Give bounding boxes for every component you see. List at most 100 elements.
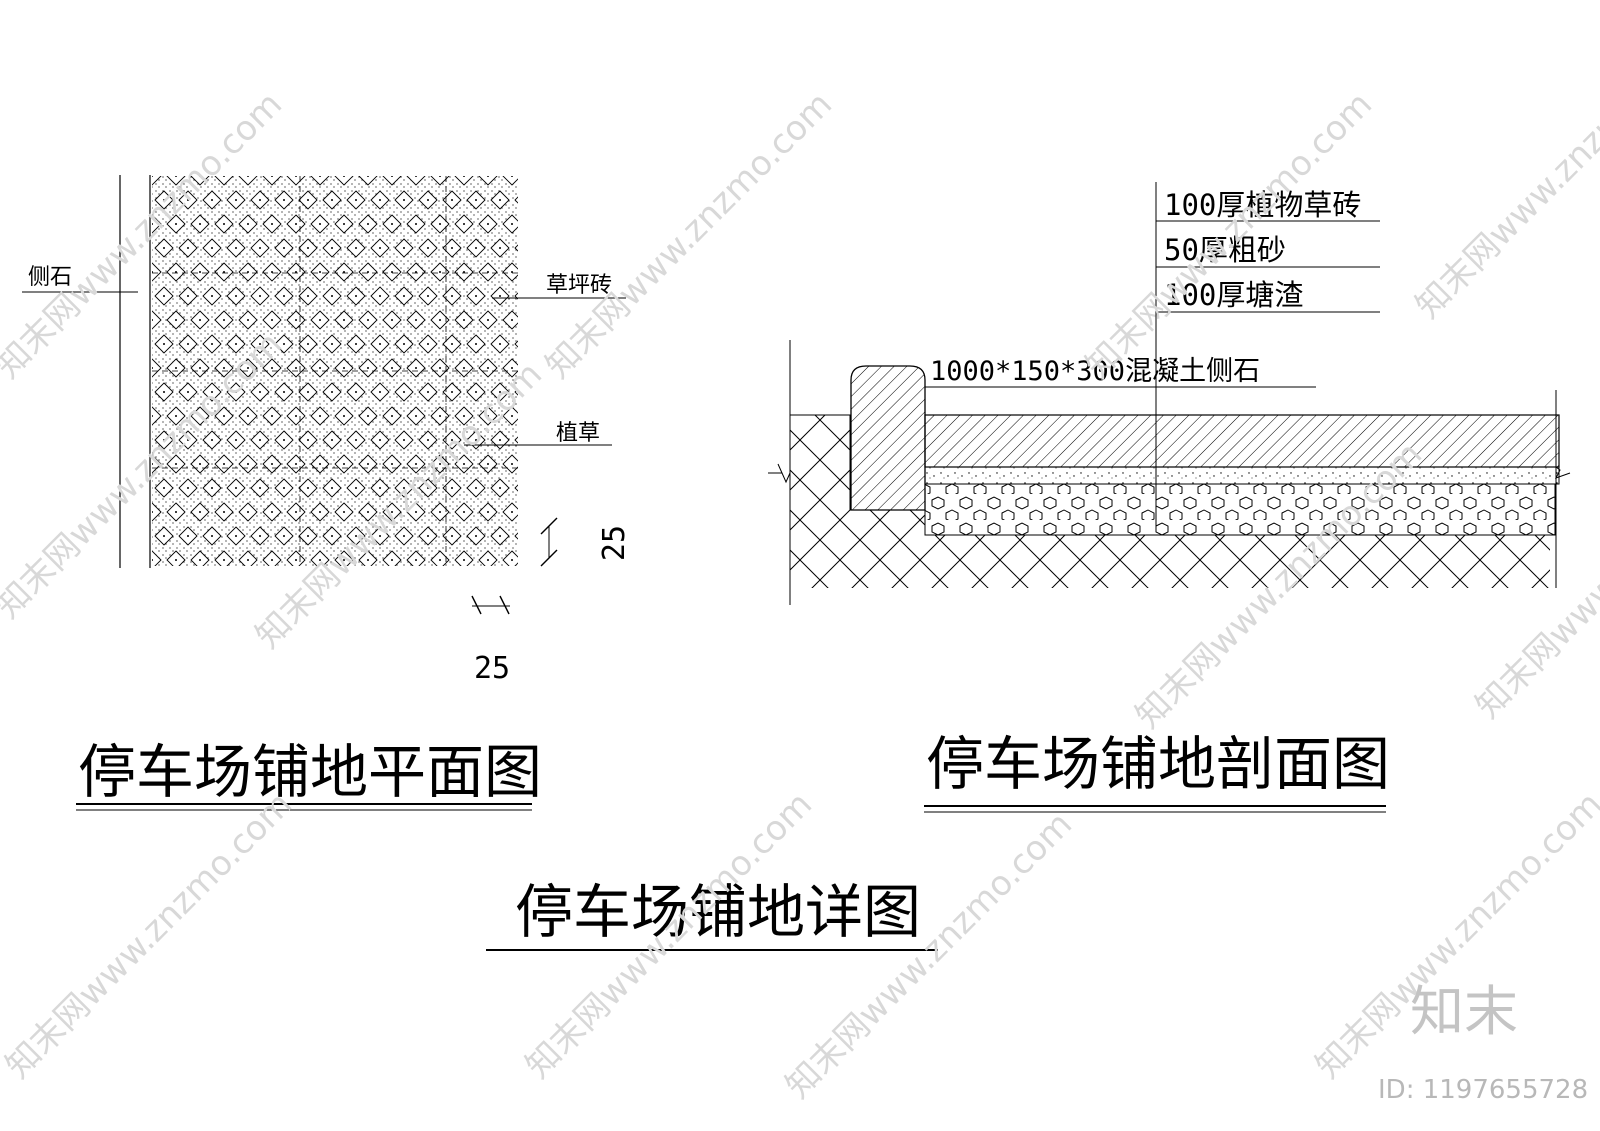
grass-dot (283, 439, 285, 441)
grass-dot (499, 391, 501, 393)
grass-cell (310, 550, 330, 566)
grass-dot (223, 463, 225, 465)
grass-dot (403, 295, 405, 297)
grass-dot (343, 559, 345, 561)
grass-dot (487, 559, 489, 561)
grass-dot (403, 247, 405, 249)
grass-cell (358, 176, 378, 186)
grass-dot (415, 319, 417, 321)
grass-dot (475, 295, 477, 297)
grass-dot (271, 559, 273, 561)
grass-dot (427, 199, 429, 201)
grass-dot (439, 559, 441, 561)
grass-dot (331, 199, 333, 201)
grass-dot (499, 295, 501, 297)
grass-dot (175, 176, 177, 177)
section-view: 100厚植物草砖 50厚粗砂 100厚塘渣 1000*150*300混凝土侧石 … (768, 182, 1571, 813)
watermark-text: 知末网www.znzmo.com (1078, 84, 1380, 386)
grass-dot (187, 295, 189, 297)
grass-dot (199, 367, 201, 369)
grass-dot (523, 295, 525, 297)
grass-dot (211, 487, 213, 489)
grass-dot (463, 223, 465, 225)
grass-dot (415, 271, 417, 273)
grass-dot (511, 511, 513, 513)
grass-cell (334, 550, 354, 566)
grass-dot (235, 535, 237, 537)
dim-vertical-text: 25 (597, 525, 632, 561)
grass-dot (175, 511, 177, 513)
grass-dot (379, 439, 381, 441)
grass-dot (175, 463, 177, 465)
grass-dot (439, 176, 441, 177)
grass-dot (499, 535, 501, 537)
grass-dot (211, 199, 213, 201)
grass-dot (199, 511, 201, 513)
grass-dot (451, 343, 453, 345)
grass-dot (187, 391, 189, 393)
grass-dot (379, 535, 381, 537)
plan-title: 停车场铺地平面图 (78, 738, 542, 806)
grass-dot (199, 559, 201, 561)
curb-spec-label: 1000*150*300混凝土侧石 (930, 356, 1260, 387)
vertical-dimension: 25 (540, 517, 632, 567)
grass-dot (391, 319, 393, 321)
grass-dot (355, 295, 357, 297)
grass-dot (391, 367, 393, 369)
grass-dot (487, 367, 489, 369)
grass-dot (319, 511, 321, 513)
grass-dot (487, 176, 489, 177)
grass-dot (511, 559, 513, 561)
grass-cell (502, 310, 518, 330)
grass-dot (259, 535, 261, 537)
grass-dot (271, 271, 273, 273)
grass-cell (358, 550, 378, 566)
grass-dot (247, 176, 249, 177)
grass-dot (235, 391, 237, 393)
grass-dot (247, 511, 249, 513)
grass-dot (175, 223, 177, 225)
grass-dot (427, 439, 429, 441)
grass-dot (367, 223, 369, 225)
grass-dot (391, 415, 393, 417)
grass-cell (152, 358, 162, 378)
grass-dot (223, 176, 225, 177)
grass-dot (163, 295, 165, 297)
grass-dot (152, 223, 153, 225)
grass-dot (427, 343, 429, 345)
grass-cell (262, 176, 282, 186)
grass-dot (319, 415, 321, 417)
grass-dot (439, 223, 441, 225)
grass-dot (259, 439, 261, 441)
grass-cell (262, 550, 282, 566)
section-title: 停车场铺地剖面图 (926, 730, 1390, 798)
grass-dot (235, 487, 237, 489)
grass-dot (451, 247, 453, 249)
watermark-text: 知末网www.znzmo.com (1408, 24, 1600, 326)
grass-dot (343, 223, 345, 225)
grass-dot (403, 487, 405, 489)
grass-cell (478, 550, 498, 566)
grass-dot (163, 247, 165, 249)
grass-dot (319, 271, 321, 273)
grass-cell (238, 176, 258, 186)
grass-dot (307, 247, 309, 249)
grass-dot (175, 271, 177, 273)
break-line-left (768, 463, 791, 484)
grass-dot (187, 487, 189, 489)
grass-dot (211, 295, 213, 297)
grass-cell (430, 176, 450, 186)
grass-brick-grid (152, 176, 525, 566)
grass-dot (499, 343, 501, 345)
grass-cell (190, 550, 210, 566)
grass-dot (391, 559, 393, 561)
grass-cell (152, 454, 162, 474)
watermark-text: 知末网www.znzmo.com (538, 84, 840, 386)
grass-dot (367, 271, 369, 273)
grass-dot (211, 343, 213, 345)
grass-dot (271, 367, 273, 369)
grass-dot (319, 223, 321, 225)
grass-dot (367, 463, 369, 465)
grass-cell (152, 550, 162, 566)
grass-dot (415, 176, 417, 177)
